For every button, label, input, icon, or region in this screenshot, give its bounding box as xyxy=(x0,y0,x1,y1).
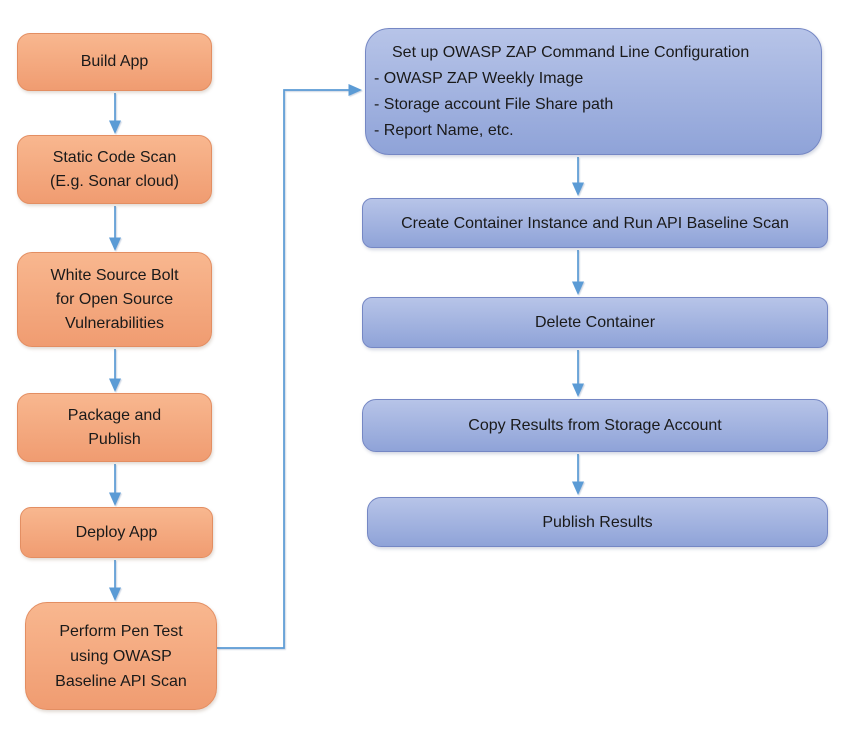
node-label-line: using OWASP xyxy=(70,647,172,665)
node-label-line: Package and xyxy=(67,406,162,424)
node-label-line: Perform Pen Test xyxy=(59,622,183,640)
node-heading: Set up OWASP ZAP Command Line Configurat… xyxy=(392,43,750,61)
node-bullet: - Storage account File Share path xyxy=(374,95,614,113)
node-label-line: Publish xyxy=(88,430,141,448)
node-white-source-bolt: White Source Bolt for Open Source Vulner… xyxy=(17,252,212,347)
node-label-line: Vulnerabilities xyxy=(64,314,164,332)
node-label-line: Deploy App xyxy=(75,523,158,541)
node-label-line: Create Container Instance and Run API Ba… xyxy=(401,214,789,232)
node-setup-zap-config: Set up OWASP ZAP Command Line Configurat… xyxy=(365,28,822,155)
node-label-line: Baseline API Scan xyxy=(55,672,187,690)
node-label-line: Copy Results from Storage Account xyxy=(468,417,722,434)
node-static-code-scan: Static Code Scan (E.g. Sonar cloud) xyxy=(17,135,212,204)
node-create-container: Create Container Instance and Run API Ba… xyxy=(362,198,828,248)
node-copy-results: Copy Results from Storage Account xyxy=(362,399,828,452)
node-publish-results: Publish Results xyxy=(367,497,828,547)
node-bullet: - OWASP ZAP Weekly Image xyxy=(374,69,584,87)
node-label-line: Delete Container xyxy=(534,314,656,331)
node-deploy-app: Deploy App xyxy=(20,507,213,558)
node-bullet: - Report Name, etc. xyxy=(374,121,514,139)
node-label-line: (E.g. Sonar cloud) xyxy=(50,172,179,190)
node-delete-container: Delete Container xyxy=(362,297,828,348)
node-label-line: Static Code Scan xyxy=(52,148,177,166)
node-label-line: Publish Results xyxy=(542,513,653,531)
arrow-pentest-to-setup xyxy=(217,84,362,649)
node-label-line: Build App xyxy=(80,53,149,70)
node-build-app: Build App xyxy=(17,33,212,91)
node-label-line: White Source Bolt xyxy=(50,266,179,284)
node-package-and-publish: Package and Publish xyxy=(17,393,212,462)
node-perform-pen-test: Perform Pen Test using OWASP Baseline AP… xyxy=(25,602,217,710)
node-label-line: for Open Source xyxy=(55,290,174,308)
